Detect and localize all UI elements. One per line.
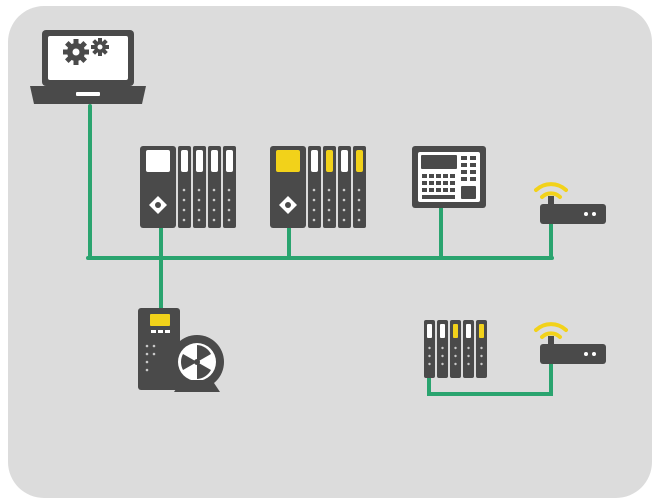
router-bottom-led-1 xyxy=(584,352,588,356)
plc-standard-dpad-center xyxy=(155,202,161,208)
router-top-antenna xyxy=(548,196,554,208)
hmi-panel xyxy=(412,146,486,208)
gear-hole-large xyxy=(72,48,80,56)
plc-safety-module-2 xyxy=(326,150,333,172)
wireless-router-bottom xyxy=(534,322,606,364)
wireless-router-top xyxy=(534,182,606,224)
io-module-5-display xyxy=(479,324,484,338)
motor-base xyxy=(174,380,220,392)
remote-io-slot-dots xyxy=(428,346,483,366)
drive-icon xyxy=(138,308,180,390)
drive-display xyxy=(150,314,170,326)
wifi-router-icon xyxy=(540,204,606,224)
plc-standard-slot-dots xyxy=(182,188,231,222)
plc-safety xyxy=(270,146,366,228)
plc-safety-module-3 xyxy=(341,150,348,172)
io-module-2-display xyxy=(440,324,445,338)
plc-safety-dpad-center xyxy=(285,202,291,208)
io-module-1-display xyxy=(427,324,432,338)
link-remote-io-to-router xyxy=(427,362,553,396)
hmi-display xyxy=(421,155,457,169)
gear-hole-small xyxy=(97,44,103,50)
plc-standard xyxy=(140,146,236,228)
plc-safety-module-1 xyxy=(311,150,318,172)
plc-safety-slot-dots xyxy=(312,188,361,222)
laptop-screen xyxy=(48,36,128,80)
engineering-laptop xyxy=(30,30,146,104)
plc-safety-display xyxy=(276,150,300,172)
drive-motor xyxy=(138,308,224,392)
router-top-led-1 xyxy=(584,212,588,216)
io-module-4-display xyxy=(466,324,471,338)
wifi-waves-icon xyxy=(534,322,568,339)
remote-io xyxy=(424,320,487,378)
plc-standard-modules-display xyxy=(181,150,233,172)
hmi-keyboard xyxy=(422,174,476,199)
wifi-router-icon xyxy=(540,344,606,364)
io-module-3-display xyxy=(453,324,458,338)
laptop-trackpad xyxy=(76,92,100,96)
plc-standard-display xyxy=(146,150,170,172)
drive-keys xyxy=(151,330,170,333)
network-links xyxy=(86,104,554,396)
router-bottom-led-2 xyxy=(592,352,596,356)
router-bottom-antenna xyxy=(548,336,554,348)
hmi-side-keys xyxy=(461,156,476,181)
drive-vent-dots xyxy=(145,344,156,372)
plc-safety-module-4 xyxy=(356,150,363,172)
motor-fan-blades xyxy=(181,345,211,379)
router-top-led-2 xyxy=(592,212,596,216)
wifi-waves-icon xyxy=(534,182,568,199)
